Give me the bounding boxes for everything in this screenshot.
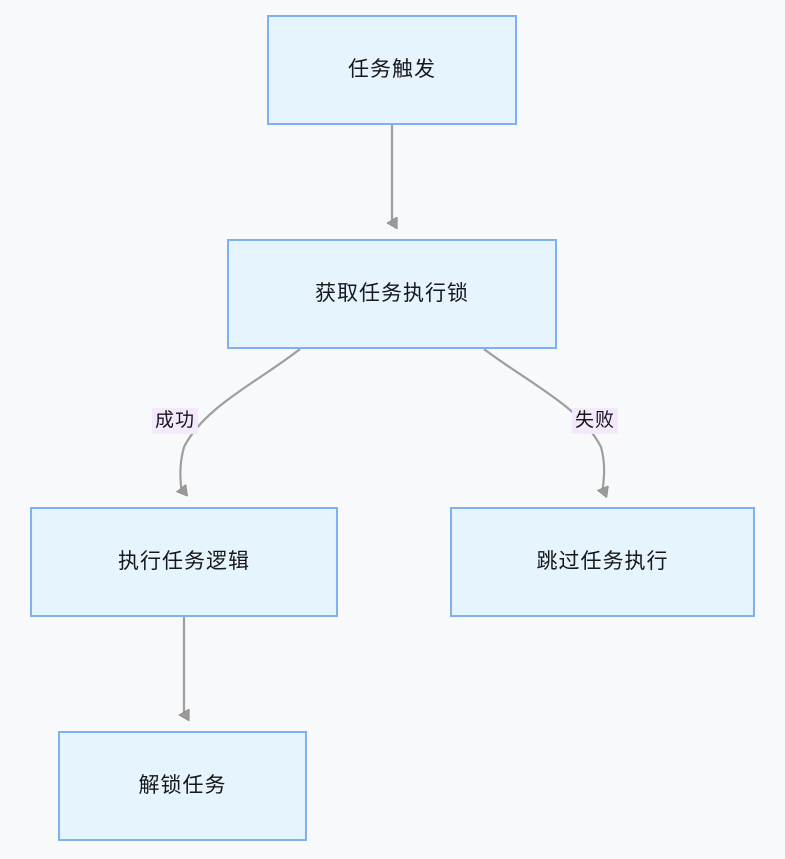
edge-label-success: 成功 bbox=[152, 408, 199, 434]
node-execute-task[interactable]: 执行任务逻辑 bbox=[30, 507, 338, 617]
node-acquire-lock[interactable]: 获取任务执行锁 bbox=[227, 239, 557, 349]
node-trigger[interactable]: 任务触发 bbox=[267, 15, 517, 125]
edge-acquire-to-execute bbox=[180, 348, 301, 494]
node-execute-task-label: 执行任务逻辑 bbox=[118, 550, 250, 574]
node-skip-task-label: 跳过任务执行 bbox=[536, 550, 669, 574]
edge-label-failure: 失败 bbox=[572, 408, 619, 434]
node-unlock-task[interactable]: 解锁任务 bbox=[58, 731, 307, 841]
node-unlock-task-label: 解锁任务 bbox=[138, 774, 227, 798]
node-acquire-lock-label: 获取任务执行锁 bbox=[315, 282, 469, 306]
node-trigger-label: 任务触发 bbox=[348, 58, 436, 82]
node-skip-task[interactable]: 跳过任务执行 bbox=[450, 507, 755, 617]
